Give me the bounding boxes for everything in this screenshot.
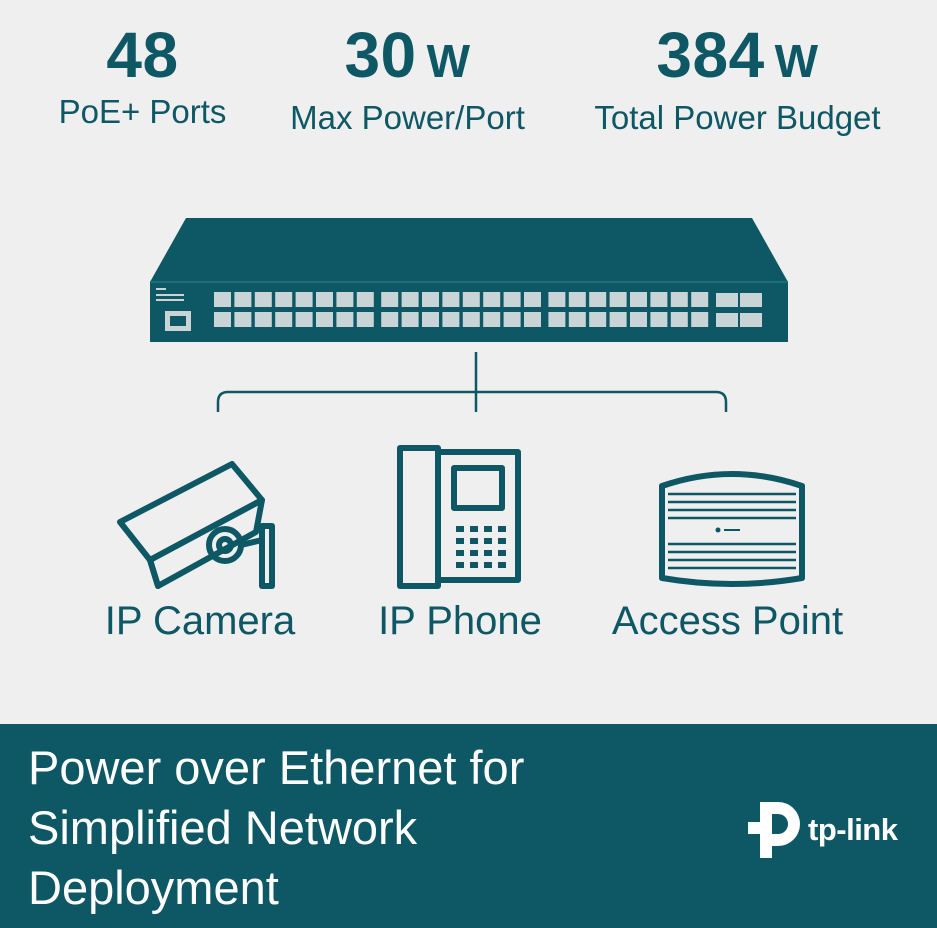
device-label-ip-phone: IP Phone [378, 599, 542, 643]
device-label-access-point: Access Point [611, 599, 844, 643]
switch-port [503, 292, 521, 307]
switch-port [381, 312, 399, 327]
switch-port [609, 312, 627, 327]
switch-port [691, 312, 709, 327]
stat-unit: W [774, 35, 819, 87]
ip-camera-icon [117, 461, 275, 589]
switch-port [422, 312, 439, 327]
switch-ports [214, 292, 709, 327]
switch-port [524, 292, 541, 307]
switch-port [568, 312, 586, 327]
switch-port [336, 292, 354, 307]
switch-port [589, 292, 607, 307]
switch-port [568, 292, 586, 307]
switch-port [691, 292, 709, 307]
switch-port [589, 312, 607, 327]
switch-port [483, 312, 501, 327]
switch-port [650, 312, 668, 327]
stat-unit: W [426, 35, 471, 87]
switch-port [356, 312, 374, 327]
switch-port [336, 312, 354, 327]
switch-port [670, 312, 688, 327]
switch-port [483, 292, 501, 307]
switch-port [524, 312, 541, 327]
switch-port [234, 292, 252, 307]
switch-port [462, 292, 480, 307]
switch-port [630, 292, 647, 307]
device-label-ip-camera: IP Camera [104, 599, 296, 643]
switch-port [650, 292, 668, 307]
switch-port [214, 292, 231, 307]
switch-port [609, 292, 627, 307]
switch-port [442, 312, 460, 327]
switch-port [275, 312, 293, 327]
stat-label: Max Power/Port [290, 99, 525, 136]
switch-port [548, 312, 566, 327]
connection-lines [216, 352, 728, 412]
switch-port [316, 292, 333, 307]
stat-poe-ports: 48 PoE+ Ports [30, 22, 255, 132]
switch-port [356, 292, 374, 307]
banner-headline: Power over Ethernet for Simplified Netwo… [28, 741, 525, 914]
access-point-icon [659, 471, 805, 587]
switch-port [275, 292, 293, 307]
switch-port [381, 292, 399, 307]
switch-port [254, 292, 272, 307]
switch-port [442, 292, 460, 307]
stat-value: 48 [106, 19, 179, 91]
switch-port [548, 292, 566, 307]
sfp-ports [716, 293, 762, 327]
switch-port [295, 312, 313, 327]
switch-port [670, 292, 688, 307]
switch-port [401, 292, 419, 307]
switch-port [214, 312, 231, 327]
switch-port [630, 312, 647, 327]
ip-phone-icon [397, 445, 521, 589]
switch-port [462, 312, 480, 327]
switch-port [234, 312, 252, 327]
switch-port [254, 312, 272, 327]
tp-link-logo-icon [748, 802, 800, 858]
switch-port [401, 312, 419, 327]
bottom-banner: Power over Ethernet for Simplified Netwo… [0, 724, 937, 928]
stat-label: PoE+ Ports [58, 93, 227, 130]
brand-name: tp-link [808, 812, 898, 847]
poe-switch-icon [150, 218, 788, 342]
stat-label: Total Power Budget [594, 99, 881, 136]
switch-port [316, 312, 333, 327]
switch-port [422, 292, 439, 307]
switch-port [295, 292, 313, 307]
network-illustration [117, 218, 805, 589]
switch-port [503, 312, 521, 327]
